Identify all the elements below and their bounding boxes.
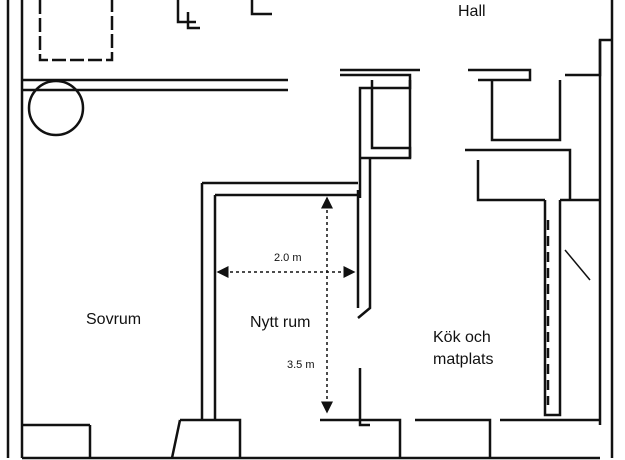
dimension-label-width: 2.0 m: [274, 252, 302, 264]
closet-walls: [340, 38, 612, 202]
new-room-walls: [200, 158, 372, 427]
bottom-wall-details: [22, 418, 600, 459]
outer-walls: [6, 0, 614, 460]
room-label-sovrum: Sovrum: [86, 311, 142, 328]
dimension-label-height: 3.5 m: [287, 359, 315, 371]
room-label-nytt-rum: Nytt rum: [250, 314, 311, 331]
kitchen-counters: [543, 198, 600, 417]
room-label-kok-line2: matplats: [433, 351, 494, 368]
room-label-hall: Hall: [458, 3, 486, 20]
round-fixture: [27, 79, 85, 137]
dimension-lines: [216, 196, 356, 414]
room-label-kok-line1: Kök och: [433, 329, 491, 346]
top-door-stubs: [176, 0, 272, 30]
